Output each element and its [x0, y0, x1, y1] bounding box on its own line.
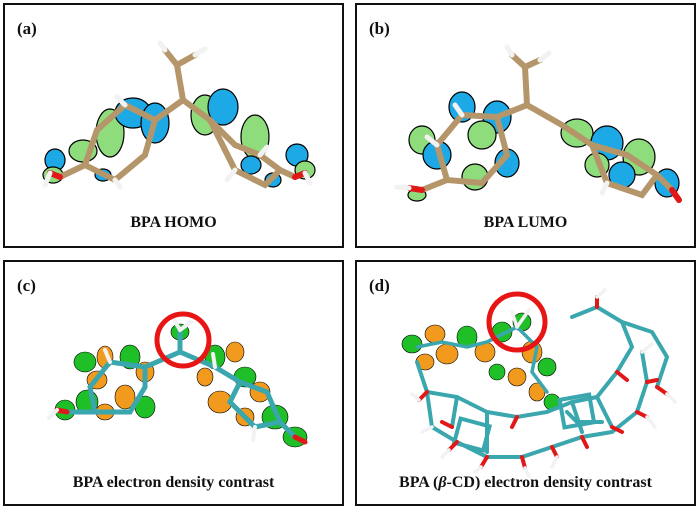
bpa-density-molecule	[47, 311, 308, 448]
caption-prefix: BPA (	[399, 474, 439, 491]
caption-suffix: -CD) electron density contrast	[446, 474, 652, 491]
density-lobe	[73, 351, 97, 373]
panel-label: (a)	[17, 19, 37, 38]
panel-label: (d)	[369, 276, 390, 295]
highlight-circle	[154, 311, 212, 369]
density-lobe	[114, 384, 136, 410]
panel-caption: BPA electron density contrast	[72, 474, 275, 491]
panel-caption: BPA HOMO	[130, 214, 217, 231]
hydrogen-atoms	[410, 288, 677, 478]
panel-c-density-contrast: (c) BPA electron density contrast	[3, 260, 344, 506]
panel-a-homo: (a) BPA HOMO	[3, 3, 344, 248]
orbital-lobe	[467, 120, 497, 150]
oxygen-atoms	[417, 295, 669, 470]
density-lobe	[401, 334, 423, 354]
bpa-lumo-molecule	[394, 44, 682, 203]
panel-caption: BPA (β-CD) electron density contrast	[357, 474, 694, 492]
bpa-cyclodextrin-complex	[401, 288, 677, 478]
density-lobe	[537, 357, 557, 377]
bpa-homo-molecule	[42, 40, 316, 190]
panel-label: (c)	[17, 276, 36, 295]
density-lobe	[488, 363, 506, 381]
bond-skeleton	[64, 327, 298, 440]
panel-label: (b)	[369, 19, 390, 38]
orbital-lobe	[240, 155, 262, 175]
panel-d-bcd-density-contrast: (d) BPA (β-CD) electron density contrast	[355, 260, 696, 506]
panel-b-lumo: (b) BPA LUMO	[355, 3, 696, 248]
orbital-lobe	[207, 88, 239, 126]
density-lobe	[196, 367, 214, 387]
density-lobe	[507, 367, 527, 387]
caption-greek-beta: β	[438, 474, 447, 491]
density-lobe	[435, 343, 459, 365]
density-lobe	[225, 341, 245, 363]
highlight-circle	[486, 291, 548, 353]
bpa-skeleton	[415, 324, 549, 394]
panel-caption: BPA LUMO	[483, 214, 568, 231]
